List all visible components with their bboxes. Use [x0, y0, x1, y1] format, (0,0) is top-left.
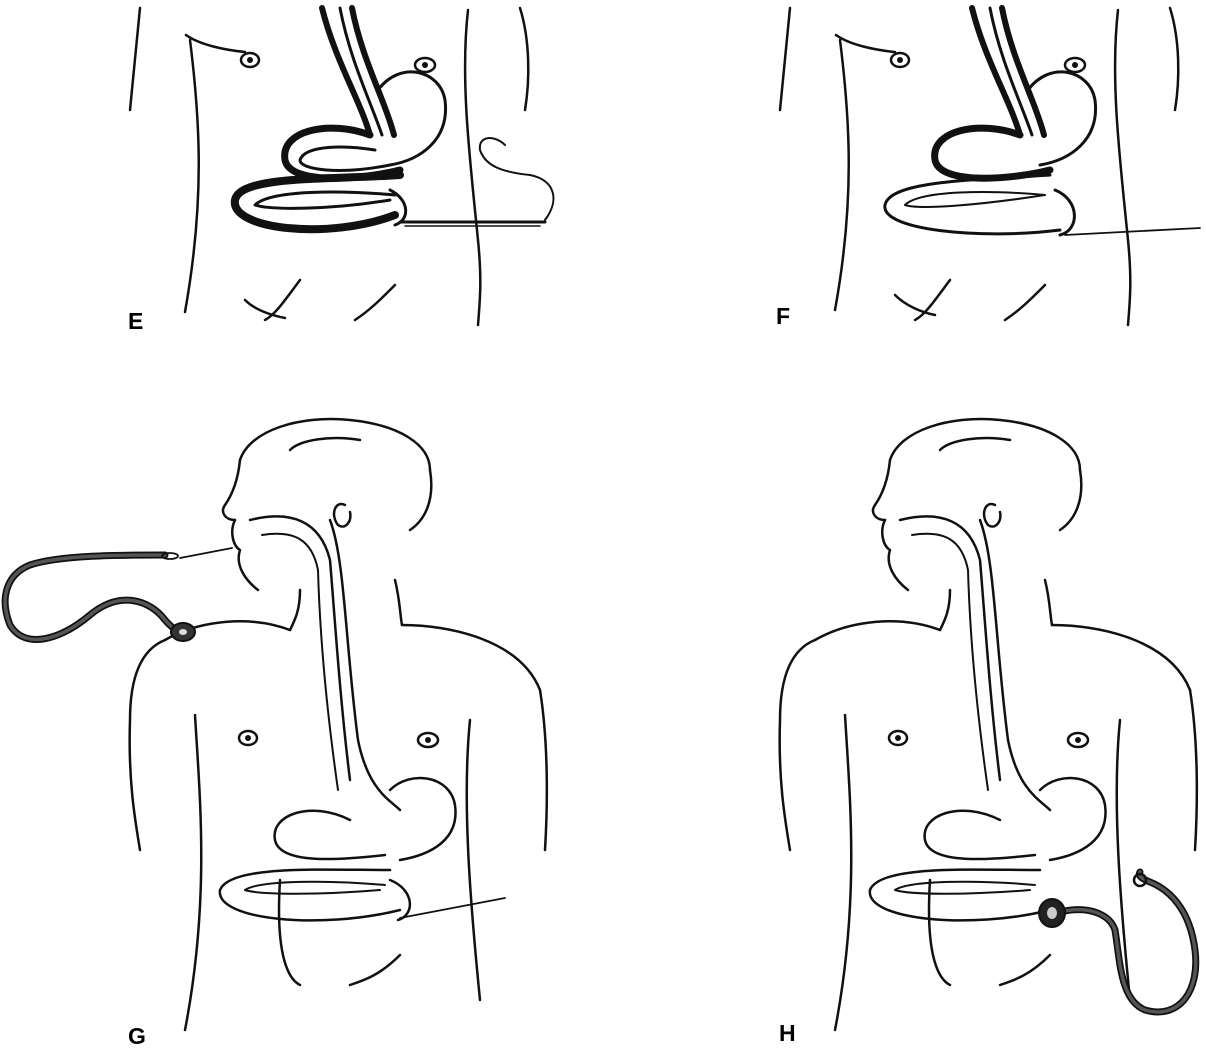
- panel-f-nipple-left-icon: [891, 53, 909, 67]
- panel-g-esophagus-and-stomach: [220, 516, 456, 920]
- panel-f-wire: [1065, 228, 1200, 235]
- panel-label-h: H: [779, 1022, 796, 1045]
- panel-h-bumper-icon: [1039, 899, 1065, 927]
- panel-f-torso: [780, 8, 1178, 325]
- panel-g-head-and-body: [130, 419, 547, 1030]
- panel-e-drawing: [130, 8, 553, 325]
- panel-e-nipple-right-icon: [415, 58, 435, 72]
- panel-e-nipple-left-icon: [241, 53, 259, 67]
- panel-h-nipple-left-icon: [889, 731, 907, 745]
- panel-f-endoscope-and-stomach: [885, 8, 1096, 235]
- panel-h-esophagus-and-stomach: [870, 516, 1106, 920]
- panel-e-endoscope-and-stomach: [235, 8, 446, 229]
- panel-f-drawing: [780, 8, 1200, 325]
- panel-e-torso: [130, 8, 528, 325]
- panel-h-drawing: [780, 419, 1197, 1030]
- panel-f-nipple-right-icon: [1065, 58, 1085, 72]
- panel-label-f: F: [776, 305, 790, 328]
- panel-g-nipple-left-icon: [239, 731, 257, 745]
- panel-g-drawing: [5, 419, 547, 1030]
- panel-h-feeding-tube: [1060, 872, 1196, 1012]
- panel-h-nipple-right-icon: [1068, 733, 1088, 747]
- panel-label-g: G: [128, 1025, 146, 1048]
- panel-g-nipple-right-icon: [418, 733, 438, 747]
- panel-h-head-and-body: [780, 419, 1197, 1030]
- panel-label-e: E: [128, 310, 143, 333]
- panel-g-bumper-icon: [171, 623, 195, 641]
